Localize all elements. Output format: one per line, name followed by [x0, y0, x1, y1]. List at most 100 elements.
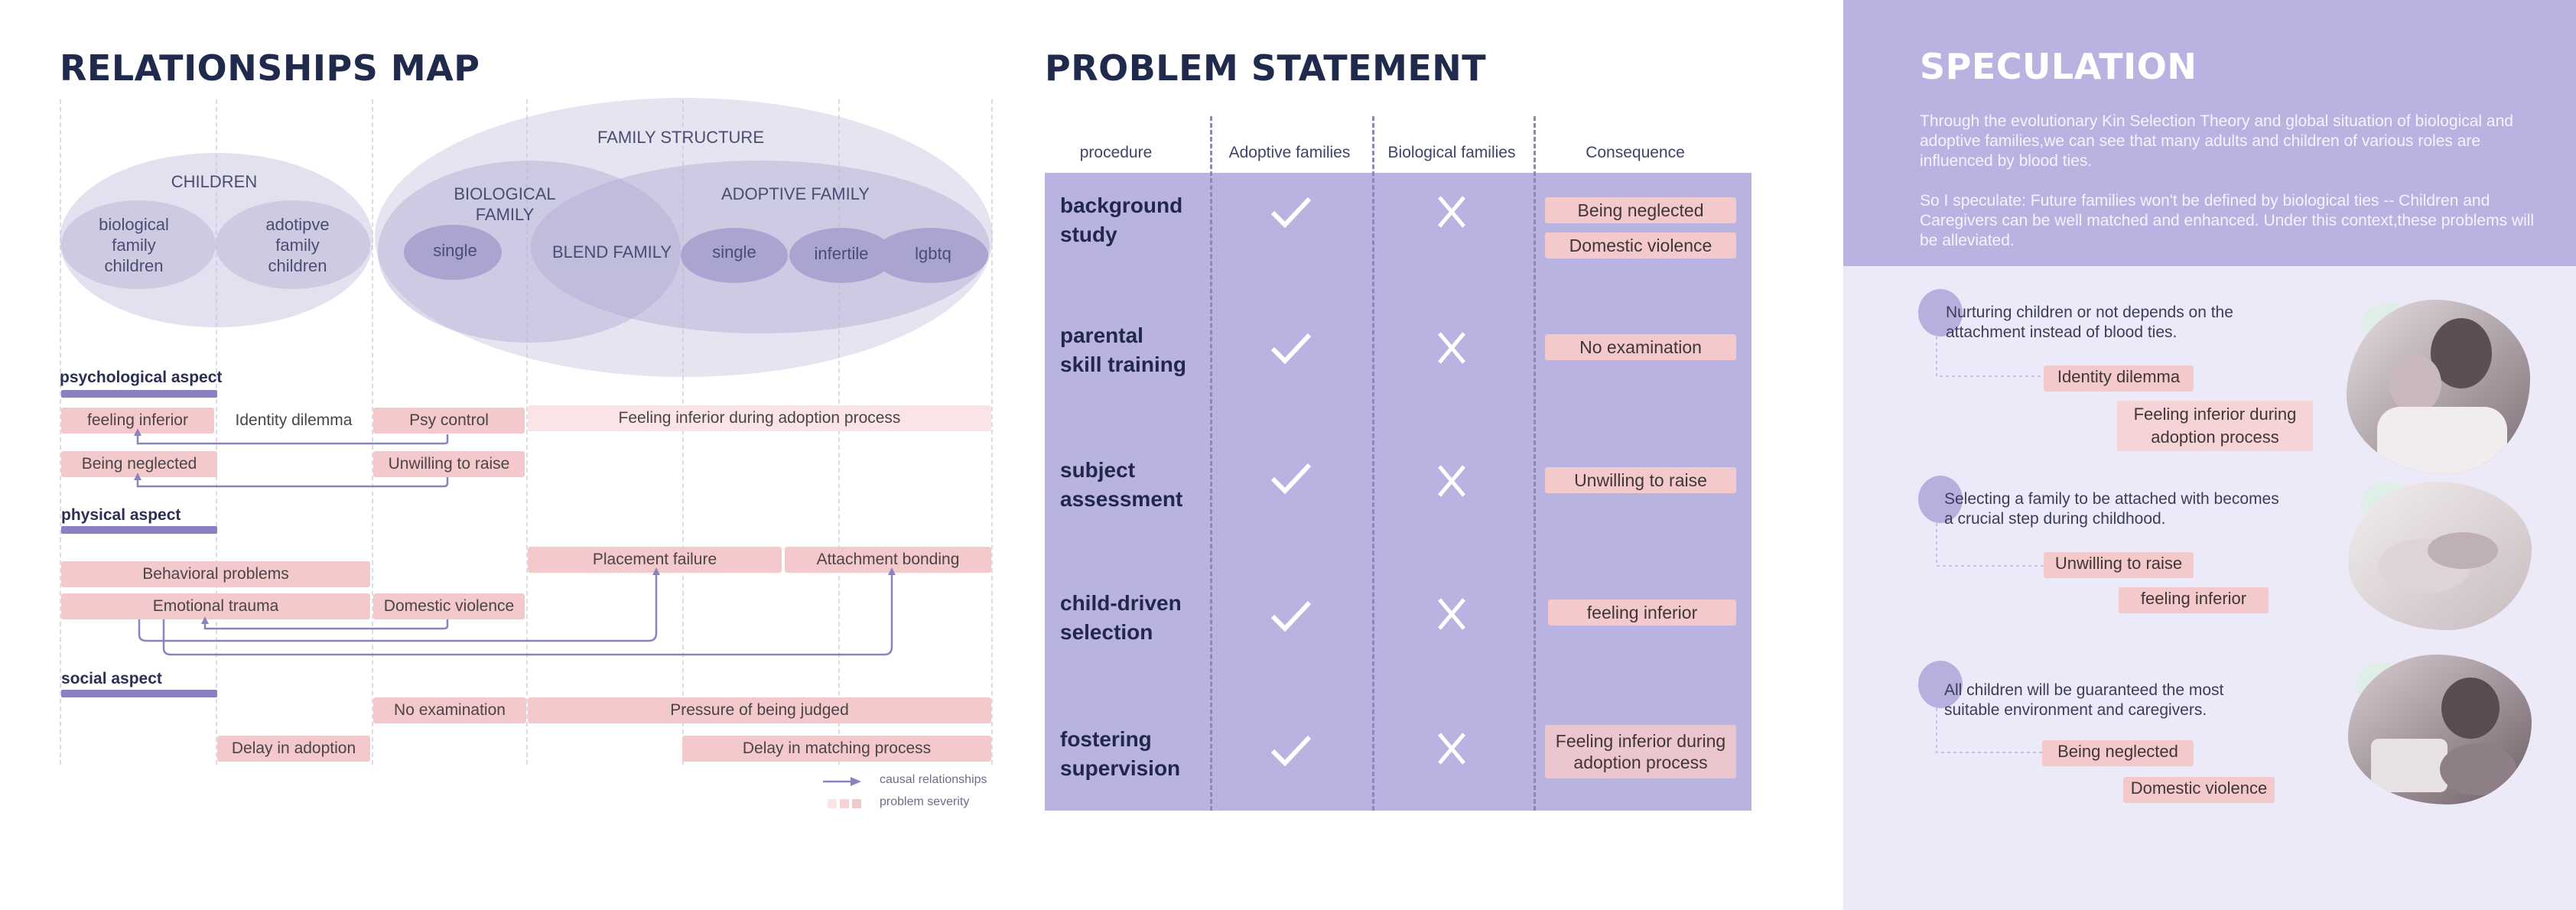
- consequence-tag: Unwilling to raise: [1545, 467, 1736, 493]
- header-biological: Biological families: [1387, 144, 1516, 161]
- connector-line: [1936, 523, 2047, 567]
- tag-delay-adoption: Delay in adoption: [217, 736, 370, 762]
- social-aspect-label: social aspect: [61, 670, 162, 687]
- photo-hands: [2348, 482, 2532, 630]
- tag-delay-matching: Delay in matching process: [682, 736, 991, 762]
- grid-line: [216, 99, 217, 765]
- physical-aspect-bar: [61, 526, 217, 534]
- single-adoptive-ellipse: [681, 228, 788, 283]
- speculation-paragraph-2: So I speculate: Future families won't be…: [1920, 192, 2535, 249]
- header-consequence: Consequence: [1586, 144, 1685, 161]
- infertile-label: infertile: [814, 244, 869, 263]
- relationships-map-title: RELATIONSHIPS MAP: [60, 47, 480, 89]
- photo-image: [2347, 300, 2530, 474]
- physical-aspect-label: physical aspect: [61, 506, 181, 524]
- speculation-statement: All children will be guaranteed the most…: [1944, 681, 2224, 719]
- bio-children-label: biological family children: [99, 215, 169, 275]
- tag-domestic-violence: Domestic violence: [373, 593, 525, 619]
- grid-line: [60, 99, 61, 765]
- procedure-label: fostering supervision: [1060, 727, 1181, 780]
- consequence-tag: Feeling inferior during adoption process: [1545, 725, 1736, 778]
- bullet-blob: [1918, 289, 1963, 336]
- speculation-header-panel: [1843, 0, 2576, 266]
- bio-children-ellipse: [61, 200, 216, 289]
- adoptive-children-label: adotipve family children: [265, 215, 330, 275]
- tag-emotional-trauma: Emotional trauma: [61, 593, 370, 619]
- speculation-tag: Domestic violence: [2123, 777, 2275, 803]
- header-procedure: procedure: [1079, 144, 1153, 161]
- psychological-aspect-label: psychological aspect: [60, 369, 223, 386]
- tag-placement-failure: Placement failure: [528, 547, 782, 573]
- cross-icon: [1438, 196, 1465, 228]
- speculation-paragraph-1: Through the evolutionary Kin Selection T…: [1920, 112, 2513, 170]
- psychological-aspect-bar: [61, 390, 217, 398]
- adoptive-family-label: ADOPTIVE FAMILY: [721, 184, 870, 203]
- single-label: single: [433, 241, 477, 260]
- tag-being-neglected: Being neglected: [61, 451, 217, 477]
- speculation-tag: Identity dilemma: [2044, 366, 2194, 392]
- consequence-tag: Being neglected: [1545, 197, 1736, 223]
- procedure-label: parental skill training: [1060, 323, 1186, 376]
- tag-feeling-inferior-adoption: Feeling inferior during adoption process: [528, 405, 991, 431]
- bullet-blob: [1918, 661, 1963, 708]
- family-structure-label: FAMILY STRUCTURE: [597, 128, 764, 147]
- grid-line: [991, 99, 993, 765]
- social-aspect-bar: [61, 690, 217, 697]
- children-ellipse: [60, 153, 373, 327]
- procedure-label: child-driven selection: [1060, 591, 1182, 644]
- cross-icon: [1438, 465, 1465, 497]
- tag-identity-dilemma: Identity dilemma: [235, 411, 353, 429]
- photo-image: [2348, 482, 2532, 630]
- column-divider: [1534, 116, 1536, 811]
- check-icon: [1270, 197, 1312, 229]
- header-adoptive: Adoptive families: [1228, 144, 1351, 161]
- adoptive-children-ellipse: [216, 200, 370, 289]
- procedure-label: subject assessment: [1060, 458, 1183, 511]
- children-label: CHILDREN: [171, 172, 258, 191]
- check-icon: [1270, 735, 1312, 767]
- procedure-label: background study: [1060, 193, 1183, 246]
- lgbtq-label: lgbtq: [915, 244, 951, 263]
- consequence-tag: feeling inferior: [1548, 600, 1736, 626]
- column-divider: [1210, 116, 1212, 811]
- speculation-tag: Being neglected: [2042, 740, 2194, 766]
- connector-line: [1936, 708, 2047, 753]
- causal-arrows: [134, 428, 896, 808]
- grid-line: [372, 99, 373, 765]
- photo-image: [2348, 655, 2532, 804]
- speculation-tag: Feeling inferior during adoption process: [2117, 401, 2313, 451]
- tag-psy-control: Psy control: [373, 408, 525, 434]
- tag-attachment-bonding: Attachment bonding: [785, 547, 991, 573]
- legend-severity-label: problem severity: [880, 795, 970, 808]
- tag-pressure-judged: Pressure of being judged: [528, 697, 991, 723]
- speculation-tag: feeling inferior: [2119, 587, 2269, 613]
- connector-line: [1936, 336, 2047, 377]
- biological-family-label: BIOLOGICAL FAMILY: [454, 184, 556, 224]
- consequence-tag: No examination: [1545, 334, 1736, 360]
- grid-line: [526, 99, 528, 765]
- speculation-statement: Nurturing children or not depends on the…: [1946, 304, 2233, 341]
- grid-line: [682, 99, 684, 765]
- legend-causal-label: causal relationships: [880, 773, 987, 786]
- tag-unwilling-to-raise: Unwilling to raise: [373, 451, 525, 477]
- speculation-tag: Unwilling to raise: [2044, 552, 2194, 578]
- check-icon: [1270, 600, 1312, 632]
- single-adoptive-label: single: [712, 242, 756, 262]
- blend-family-label: BLEND FAMILY: [551, 242, 672, 262]
- problem-statement-title: PROBLEM STATEMENT: [1045, 47, 1487, 89]
- speculation-statement: Selecting a family to be attached with b…: [1944, 490, 2279, 528]
- grid-line: [838, 99, 840, 765]
- photo-mother-child: [2347, 300, 2530, 474]
- single-ellipse: [404, 225, 502, 280]
- speculation-title: SPECULATION: [1920, 46, 2197, 87]
- photo-child-books: [2348, 655, 2532, 804]
- tag-no-examination: No examination: [373, 697, 526, 723]
- tag-behavioral-problems: Behavioral problems: [61, 561, 370, 587]
- tag-feeling-inferior: feeling inferior: [61, 408, 214, 434]
- consequence-tag: Domestic violence: [1545, 232, 1736, 258]
- cross-icon: [1438, 733, 1465, 765]
- column-divider: [1372, 116, 1374, 811]
- check-icon: [1270, 463, 1312, 495]
- check-icon: [1270, 333, 1312, 365]
- bullet-blob: [1918, 476, 1963, 523]
